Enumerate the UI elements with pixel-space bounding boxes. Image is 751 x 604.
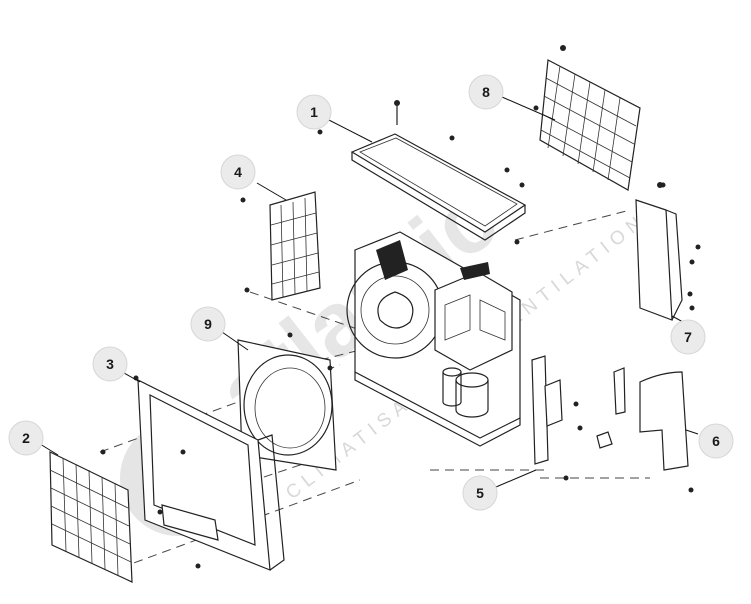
- callout-6: 6: [698, 423, 734, 459]
- part-9-fan-orifice: [237, 332, 337, 471]
- callout-5-label: 5: [476, 485, 484, 501]
- part-5-bracket: [531, 355, 613, 481]
- callout-8: 8: [468, 74, 504, 110]
- part-6-valve-cover: [613, 367, 694, 493]
- callout-7: 7: [670, 319, 706, 355]
- callout-1: 1: [296, 94, 332, 130]
- callout-4-label: 4: [234, 164, 242, 180]
- leader-lines: [39, 96, 699, 488]
- callout-3-label: 3: [106, 356, 114, 372]
- callout-5: 5: [462, 475, 498, 511]
- callout-7-label: 7: [684, 329, 692, 345]
- callout-4: 4: [220, 154, 256, 190]
- part-4-side-grille: [240, 191, 321, 301]
- part-8-rear-grille: [533, 45, 663, 191]
- callout-3: 3: [92, 346, 128, 382]
- callout-6-label: 6: [712, 433, 720, 449]
- callout-2: 2: [8, 420, 44, 456]
- callout-2-label: 2: [22, 430, 30, 446]
- part-2-front-grille: [49, 449, 133, 583]
- callout-9-label: 9: [204, 316, 212, 332]
- callout-8-label: 8: [482, 84, 490, 100]
- callout-9: 9: [190, 306, 226, 342]
- part-3-front-panel: [133, 375, 285, 571]
- part-1-top-cover: [317, 100, 527, 245]
- part-7-side-panel: [635, 182, 701, 321]
- callout-1-label: 1: [310, 104, 318, 120]
- main-unit-body: [346, 231, 521, 447]
